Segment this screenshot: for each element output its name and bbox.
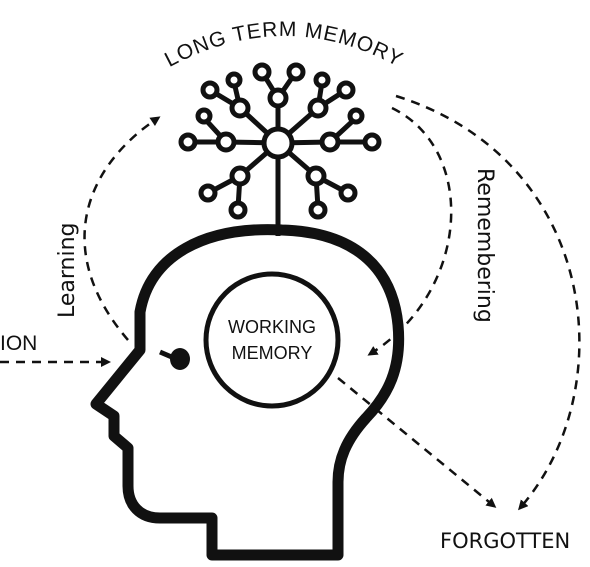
- remembering-label: Remembering: [472, 168, 497, 323]
- neuron-tree-icon: [178, 62, 382, 236]
- long-term-memory-label: LONG TERM MEMORY: [161, 18, 407, 72]
- remembering-arrow: [367, 106, 453, 356]
- flow-arrows: [0, 94, 581, 511]
- learning-arrow: [83, 116, 161, 341]
- eye-icon: [170, 348, 190, 370]
- forgotten-label: FORGOTTEN: [440, 529, 570, 553]
- working-memory-label-line2: MEMORY: [232, 343, 313, 363]
- working-memory-label-line1: WORKING: [228, 317, 316, 337]
- wm-forgotten-arrow: [337, 377, 497, 508]
- learning-label: Learning: [55, 222, 80, 318]
- ltm-forgotten-arrow: [395, 94, 581, 511]
- input-label: ION: [0, 332, 37, 355]
- working-memory-circle: [203, 271, 341, 409]
- head-outline: [90, 224, 405, 561]
